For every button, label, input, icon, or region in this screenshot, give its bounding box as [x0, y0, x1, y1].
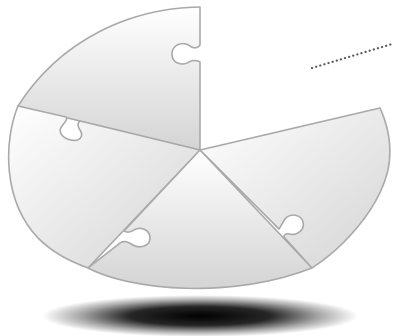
drop-shadow [42, 295, 358, 336]
leader-line [312, 44, 392, 68]
